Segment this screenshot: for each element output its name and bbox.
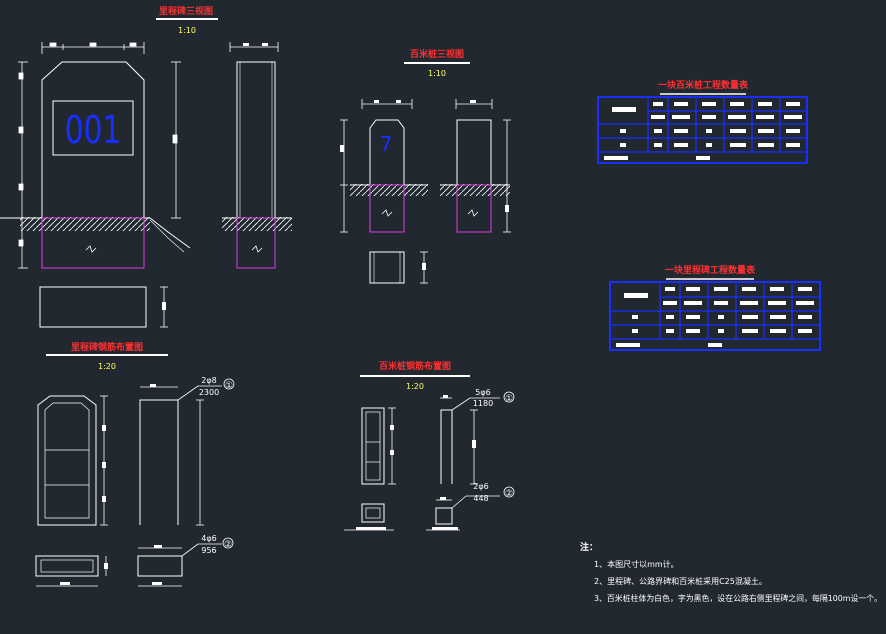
notes-heading: 注：	[580, 541, 598, 553]
hm-rebar-1-spec: 5φ6	[475, 388, 490, 397]
hm-rebar-1-mark: ①	[505, 394, 513, 404]
hm-rebar-elevation	[344, 407, 396, 531]
milestone-rebar-title: 里程碑钢筋布置图	[71, 341, 143, 353]
hm-rebar-2-length: 448	[473, 494, 488, 503]
hm-post-three-views: 百米桩三视图 1:10 7	[340, 48, 511, 284]
milestone-rebar-1-length: 2300	[199, 388, 219, 397]
milestone-rebar-elevation	[37, 395, 108, 526]
milestone-quantity-table: 一块里程碑工程数量表	[609, 264, 821, 351]
hm-post-views-title: 百米桩三视图	[410, 48, 464, 60]
milestone-buried-part	[41, 217, 145, 269]
milestone-number: 001	[65, 108, 122, 153]
milestone-views-scale: 1:10	[178, 26, 196, 35]
hm-rebar-title: 百米桩钢筋布置图	[379, 360, 451, 372]
milestone-number-panel	[52, 100, 134, 156]
notes-line-1: 1、本图尺寸以mm计。	[594, 559, 679, 569]
milestone-side-view	[222, 42, 292, 269]
hm-rebar-1-length: 1180	[473, 399, 493, 408]
hm-rebar-scale: 1:20	[406, 382, 424, 391]
hm-post-rebar-layout: 百米桩钢筋布置图 1:20 5φ6 1180 ①	[344, 360, 515, 531]
hm-rebar-2-detail	[426, 495, 500, 531]
milestone-rebar-1-spec: 2φ8	[201, 376, 216, 385]
milestone-rebar-layout: 里程碑钢筋布置图 1:20 2φ8 2300 ①	[35, 341, 235, 587]
milestone-rebar-2-detail	[137, 543, 222, 587]
milestone-plan-view	[39, 286, 168, 328]
milestone-front-outline	[41, 61, 145, 218]
milestone-ground-hatch	[20, 217, 150, 231]
drawing-notes: 注： 1、本图尺寸以mm计。 2、里程碑、公路界碑和百米桩采用C25混凝土。 3…	[580, 541, 882, 603]
hm-post-number: 7	[380, 132, 393, 156]
milestone-rebar-1-detail	[139, 384, 222, 526]
hm-post-table-title: 一块百米桩工程数量表	[658, 79, 749, 91]
milestone-views-title: 里程碑三视图	[159, 5, 213, 17]
milestone-rebar-1-mark: ①	[225, 381, 233, 391]
milestone-height-dimension	[171, 61, 181, 219]
notes-line-3: 3、百米桩柱体为白色，字为黑色，设在公路右侧里程碑之间，每隔100m设一个。	[594, 593, 882, 603]
hm-post-plan-view	[369, 251, 428, 284]
hm-post-views-scale: 1:10	[428, 69, 446, 78]
hm-post-side-view	[440, 99, 511, 233]
milestone-table-title: 一块里程碑工程数量表	[665, 264, 756, 276]
hm-post-front-view	[340, 99, 428, 233]
milestone-rebar-plan	[35, 555, 108, 587]
milestone-rebar-scale: 1:20	[98, 362, 116, 371]
milestone-three-views: 里程碑三视图 1:10 001	[0, 5, 292, 328]
hm-post-quantity-table: 一块百米桩工程数量表	[597, 79, 808, 164]
milestone-rebar-2-length: 956	[201, 546, 216, 555]
milestone-rebar-2-mark: ②	[224, 540, 232, 550]
notes-line-2: 2、里程碑、公路界碑和百米桩采用C25混凝土。	[594, 576, 767, 586]
hm-rebar-2-mark: ②	[505, 489, 513, 499]
milestone-left-dimension	[18, 61, 28, 269]
milestone-rebar-2-spec: 4φ6	[201, 534, 216, 543]
hm-rebar-2-spec: 2φ6	[473, 482, 488, 491]
milestone-top-dimension	[41, 42, 145, 54]
hm-rebar-1-detail	[440, 395, 500, 485]
